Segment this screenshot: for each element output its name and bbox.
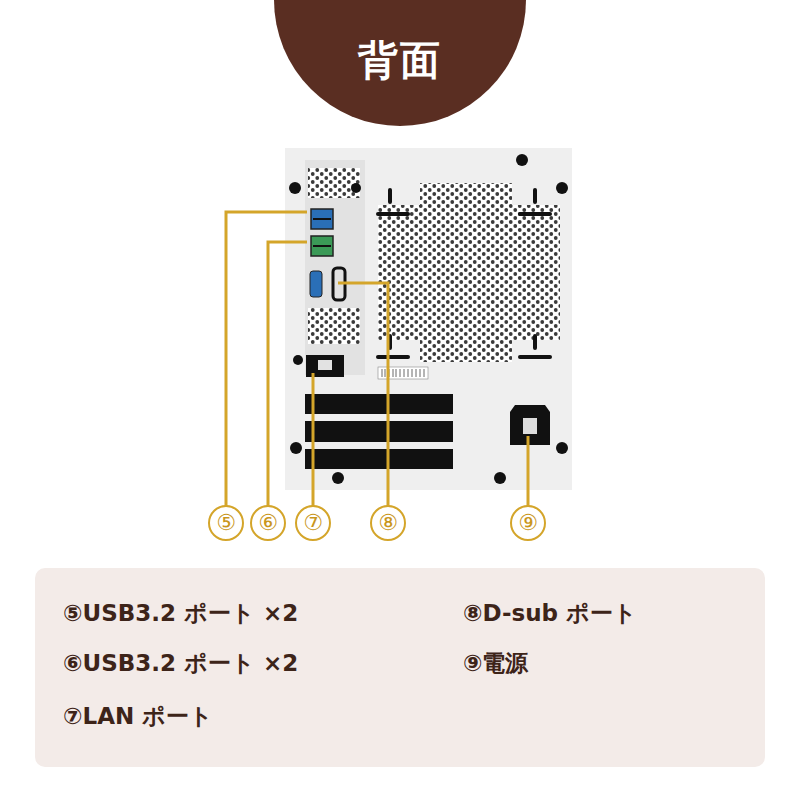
title-ground <box>274 0 526 126</box>
fan-vent <box>378 183 560 362</box>
power-inlet <box>510 405 550 445</box>
port-description: ⑦LAN ポート <box>63 701 213 732</box>
usb-port <box>311 236 333 256</box>
callout-number: ⑥ <box>258 512 278 534</box>
usb-port <box>311 209 333 229</box>
legend-panel: ⑤USB3.2 ポート ×2 ⑥USB3.2 ポート ×2 ⑦LAN ポート ⑧D-s… <box>35 568 765 767</box>
title: 背面 <box>358 33 442 88</box>
callout-number: ⑦ <box>303 512 323 534</box>
callout-number: ⑤ <box>216 512 236 534</box>
port-description: ⑨電源 <box>463 648 528 679</box>
expansion-slots <box>305 394 453 469</box>
leader-lines <box>226 212 528 506</box>
vent <box>308 168 360 198</box>
callout-number: ⑨ <box>518 512 538 534</box>
io-shield <box>305 160 365 375</box>
vent <box>308 308 360 344</box>
port-description: ⑤USB3.2 ポート ×2 <box>63 598 298 629</box>
screws <box>289 154 568 484</box>
port-description: ⑧D-sub ポート <box>463 598 637 629</box>
callout-number: ⑧ <box>378 512 398 534</box>
mount-slots <box>378 190 550 357</box>
callout-circles <box>209 506 545 540</box>
barcode <box>378 367 428 379</box>
port-description: ⑥USB3.2 ポート ×2 <box>63 648 298 679</box>
dsub-port <box>310 271 322 297</box>
